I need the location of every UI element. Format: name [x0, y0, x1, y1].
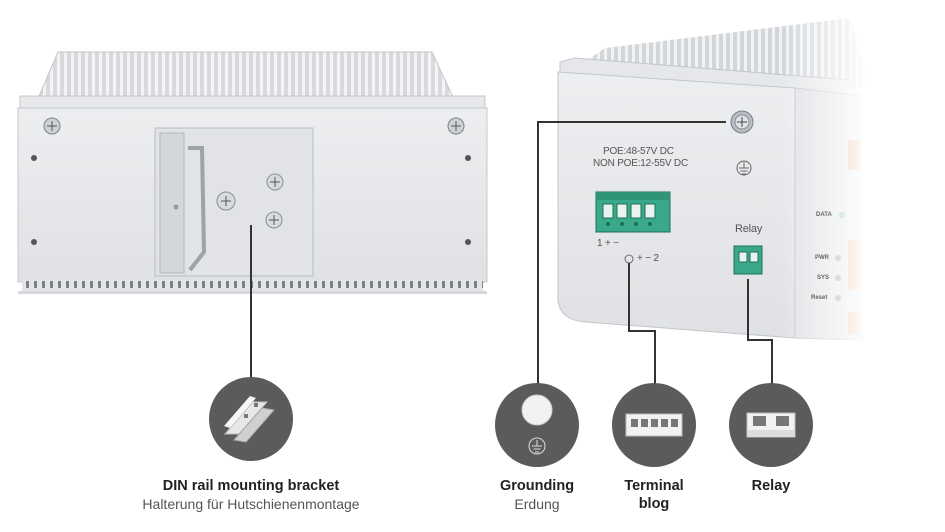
poe-voltage-label: POE:48-57V DC: [603, 146, 674, 157]
terminal-block: [595, 191, 671, 233]
leader-lines: [250, 121, 773, 386]
right-device: [557, 0, 870, 360]
feature-relay: Relay: [721, 477, 821, 495]
feature-terminal-block: Terminal blog: [604, 477, 704, 513]
relay-device-label: Relay: [735, 223, 763, 235]
feature-subtitle: Halterung für Hutschienenmontage: [142, 496, 360, 512]
screw-icon: [216, 191, 236, 211]
feature-din-rail: DIN rail mounting bracket Halterung für …: [101, 477, 401, 513]
feature-title: Grounding: [499, 478, 575, 494]
screw-icon: [266, 173, 284, 191]
non-poe-voltage-label: NON POE:12-55V DC: [593, 158, 688, 169]
terminal-pins-right-label: + − 2: [637, 253, 659, 264]
feature-grounding: Grounding Erdung: [477, 477, 597, 513]
terminal-block-icon: [612, 383, 696, 467]
screw-icon: [447, 117, 465, 135]
screw-icon: [265, 211, 283, 229]
led-sys-label: SYS: [817, 275, 830, 281]
feature-title: DIN rail mounting bracket: [162, 478, 340, 494]
terminal-pins-left-label: 1 + −: [597, 238, 619, 249]
din-rail-icon: [209, 377, 293, 461]
feature-subtitle: Erdung: [514, 496, 560, 512]
led-data-label: DATA: [816, 212, 832, 218]
grounding-icon: [495, 383, 579, 467]
relay-connector: [733, 245, 763, 275]
feature-title: Relay: [751, 478, 791, 494]
din-rail-bracket: [154, 127, 314, 277]
led-reset-label: Reset: [811, 295, 828, 301]
screw-icon: [43, 117, 61, 135]
ground-symbol-icon: [736, 160, 752, 176]
ground-screw: [730, 110, 754, 134]
feature-title: Terminal blog: [624, 478, 684, 512]
left-device: [17, 51, 488, 294]
relay-icon: [729, 383, 813, 467]
led-pwr-label: PWR: [815, 255, 829, 261]
